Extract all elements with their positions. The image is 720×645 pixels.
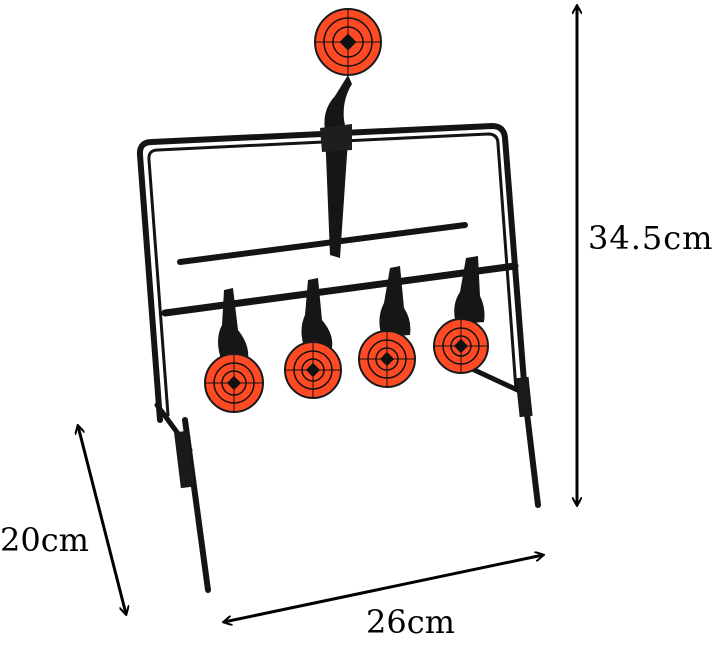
right-leg-sleeve	[515, 376, 533, 418]
reset-paddle-mount	[320, 124, 352, 152]
knockdown-targets	[204, 256, 489, 413]
width-arrow	[224, 555, 543, 622]
depth-arrow	[78, 426, 126, 614]
knockdown-target-3	[358, 266, 416, 388]
height-dimension-label: 34.5cm	[588, 219, 714, 257]
dimension-arrows	[78, 6, 577, 622]
right-stake-brace	[467, 365, 529, 397]
knockdown-target-4	[433, 256, 489, 374]
width-dimension-label: 26cm	[366, 603, 455, 641]
reset-paddle	[324, 75, 352, 258]
knockdown-target-2	[284, 278, 342, 399]
depth-dimension-label: 20cm	[0, 521, 89, 559]
left-leg-sleeve	[174, 430, 195, 489]
reset-target-face	[314, 8, 382, 76]
knockdown-target-1	[204, 288, 264, 413]
stopper-bar	[177, 222, 468, 265]
reset-target	[314, 8, 382, 258]
legs	[154, 365, 541, 593]
